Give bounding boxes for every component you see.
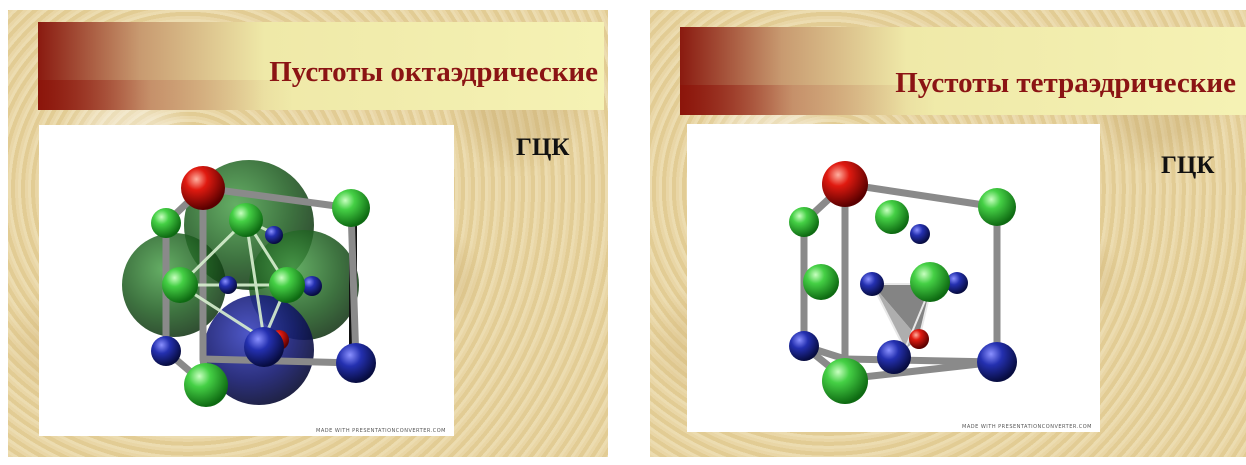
tetrahedral-void-illustration — [789, 161, 1017, 404]
octahedral-void-illustration — [122, 160, 376, 407]
slide-title: Пустоты тетраэдрические — [895, 67, 1236, 99]
slide-tetrahedral: Пустоты тетраэдрические ГЦК — [650, 10, 1246, 457]
watermark-text: MADE WITH PRESENTATIONCONVERTER.COM — [316, 428, 446, 434]
crystal-image-panel: MADE WITH PRESENTATIONCONVERTER.COM — [39, 125, 454, 436]
crystal-image-panel: MADE WITH PRESENTATIONCONVERTER.COM — [687, 124, 1100, 432]
watermark-text: MADE WITH PRESENTATIONCONVERTER.COM — [962, 424, 1092, 430]
lattice-label: ГЦК — [1161, 152, 1215, 179]
slide-octahedral: Пустоты октаэдрические ГЦК — [8, 10, 608, 457]
slide-title: Пустоты октаэдрические — [269, 56, 598, 88]
lattice-label: ГЦК — [516, 134, 570, 161]
title-banner: Пустоты октаэдрические — [38, 22, 604, 110]
title-banner: Пустоты тетраэдрические — [680, 27, 1246, 115]
